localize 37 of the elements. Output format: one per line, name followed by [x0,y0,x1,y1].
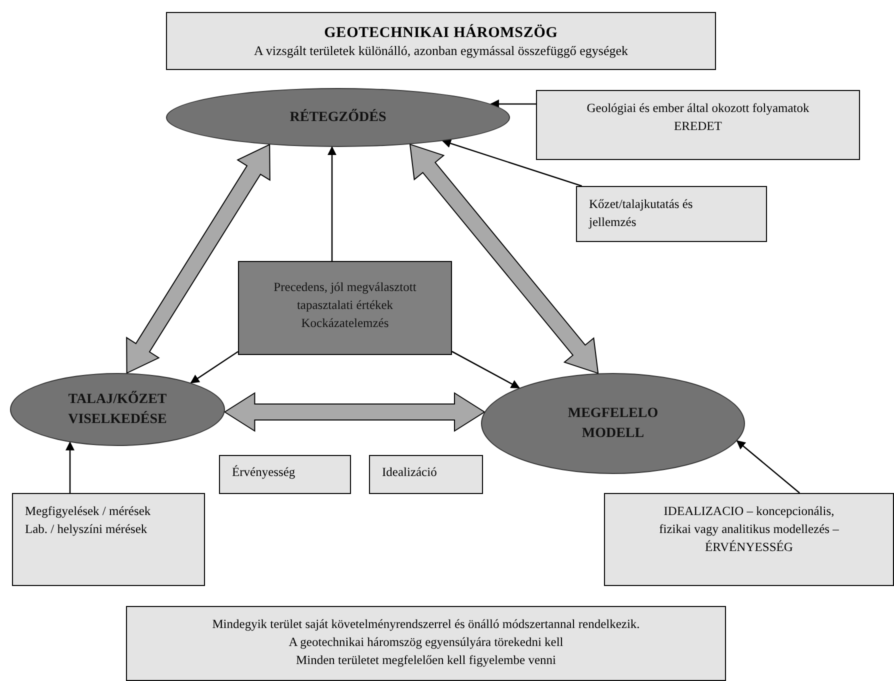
arrow [328,146,336,261]
double-arrow [224,392,486,432]
title-box [166,12,716,70]
box-text: Kőzet/talajkutatás és jellemzés [589,196,694,231]
ellipse-label: MEGFELELO MODELL [566,404,660,442]
box-text: Megfigyelések / mérések [25,503,152,520]
box-text: Precedens, jól megválasztott tapasztalati értékek [272,279,418,314]
heading-text: GEOTECHNIKAI HÁROMSZÖG [324,23,558,43]
label-box [219,455,351,494]
box-text: Geológiai és ember által okozott folyamatok [586,100,810,117]
arrow [66,441,74,493]
box-text: IDEALIZACIO – koncepcionális, fizikai vagy analitikus modellezés – ÉRVÉNYESSÉG [658,503,840,556]
note-box [536,90,860,160]
note-box [12,493,205,586]
box-text: EREDET [674,118,722,135]
arrow [490,100,536,108]
box-text: Kockázatelemzés [301,315,389,332]
arrow [442,139,582,187]
box-text: Lab. / helyszíni mérések [25,521,148,538]
arrow [736,440,800,494]
double-arrow [126,144,270,374]
arrow [190,351,238,384]
box-text: Mindegyik terület saját követelményrendszerrel és önálló módszertannal rendelkezik. [212,616,640,633]
subtitle-text: A vizsgált területek különálló, azonban egymással összefüggő egységek [254,43,628,59]
box-text: Idealizáció [382,464,438,480]
box-text: Minden területet megfelelően kell figyelembe venni [296,652,556,669]
box-text: A geotechnikai háromszög egyensúlyára törekedni kell [288,634,564,651]
note-box [604,493,894,586]
label-box [369,455,483,494]
box-text: Érvényesség [232,464,296,480]
arrow [452,350,520,389]
ellipse-label: RÉTEGZŐDÉS [290,108,386,126]
center-box [238,261,452,355]
note-box [126,606,726,681]
ellipse-label: TALAJ/KŐZET VISELKEDÉSE [67,390,168,428]
double-arrow [409,144,599,374]
note-box [576,186,767,242]
